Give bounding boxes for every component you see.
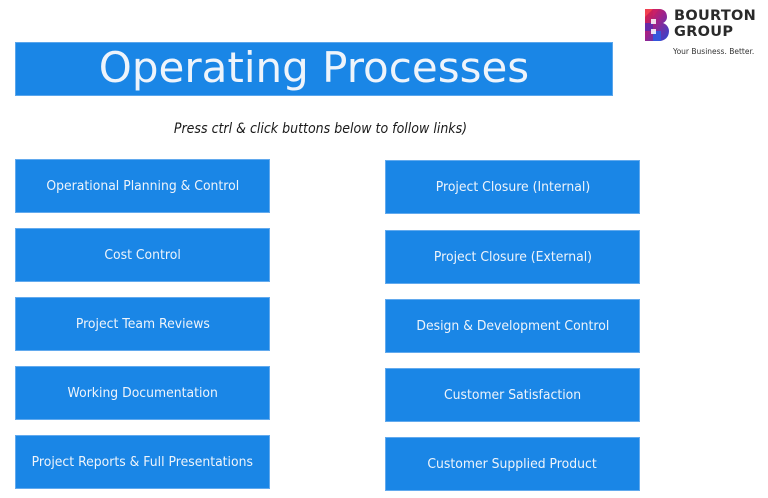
project-reports-full-presentations-button[interactable]: Project Reports & Full Presentations: [15, 435, 270, 489]
page-title: Operating Processes: [98, 43, 530, 92]
logo-name-line1: BOURTON: [674, 8, 757, 24]
button-label: Working Documentation: [67, 385, 218, 401]
logo-tagline: Your Business. Better.: [673, 47, 755, 56]
button-label: Project Reports & Full Presentations: [31, 454, 254, 470]
button-label: Customer Supplied Product: [427, 456, 598, 472]
project-closure-external-button[interactable]: Project Closure (External): [385, 230, 640, 284]
project-team-reviews-button[interactable]: Project Team Reviews: [15, 297, 270, 351]
instruction-text: Press ctrl & click buttons below to foll…: [173, 121, 468, 137]
company-logo: BOURTON GROUP Your Business. Better.: [644, 8, 768, 62]
logo-name-line2: GROUP: [674, 24, 734, 40]
button-label: Operational Planning & Control: [46, 178, 239, 194]
logo-wordmark: BOURTON GROUP: [674, 8, 756, 40]
working-documentation-button[interactable]: Working Documentation: [15, 366, 270, 420]
button-label: Customer Satisfaction: [443, 387, 582, 403]
page-title-banner: Operating Processes: [15, 42, 613, 96]
button-label: Cost Control: [104, 247, 181, 263]
button-label: Design & Development Control: [416, 318, 609, 334]
customer-satisfaction-button[interactable]: Customer Satisfaction: [385, 368, 640, 422]
button-label: Project Team Reviews: [75, 316, 210, 332]
project-closure-internal-button[interactable]: Project Closure (Internal): [385, 160, 640, 214]
button-label: Project Closure (External): [433, 249, 592, 265]
cost-control-button[interactable]: Cost Control: [15, 228, 270, 282]
customer-supplied-product-button[interactable]: Customer Supplied Product: [385, 437, 640, 491]
button-label: Project Closure (Internal): [435, 179, 590, 195]
design-development-control-button[interactable]: Design & Development Control: [385, 299, 640, 353]
bourton-b-logo-icon: [645, 9, 669, 41]
operational-planning-control-button[interactable]: Operational Planning & Control: [15, 159, 270, 213]
